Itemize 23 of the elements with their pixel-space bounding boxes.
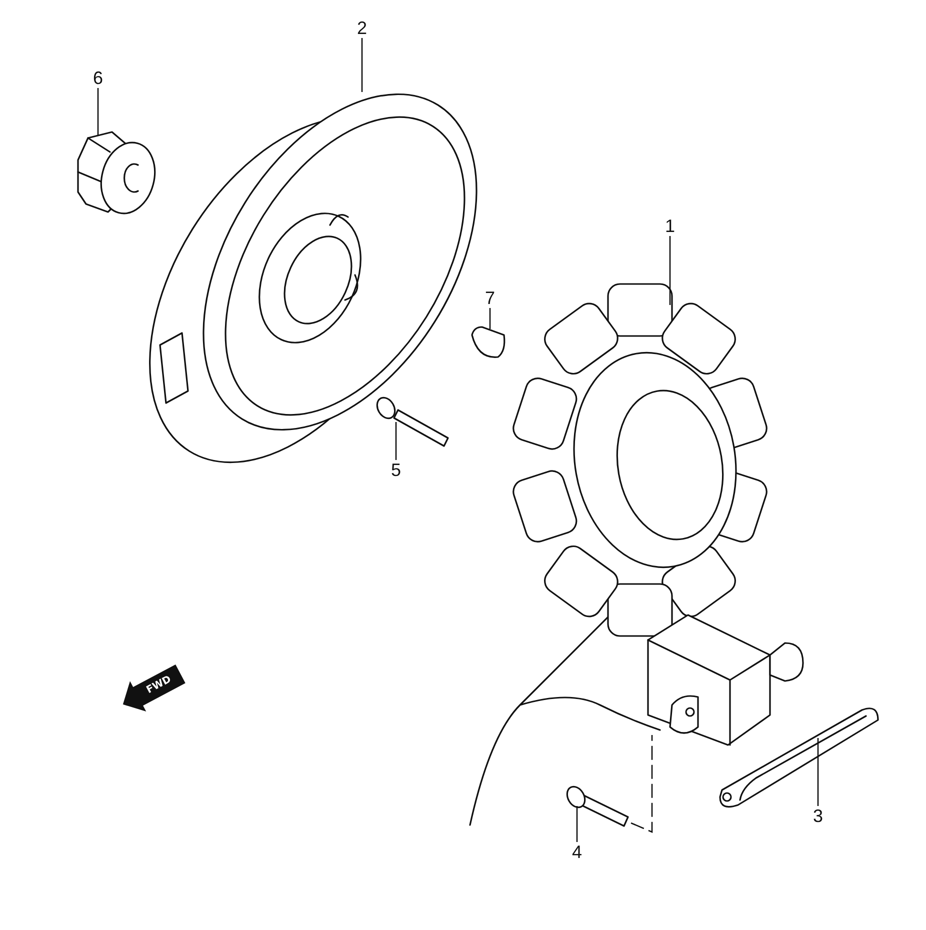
leader-line bbox=[576, 806, 578, 842]
assembly-line bbox=[630, 735, 653, 833]
flywheel-drawing bbox=[149, 94, 478, 463]
leader-line bbox=[817, 738, 819, 806]
callout-number: 2 bbox=[354, 19, 370, 37]
leader-line bbox=[489, 308, 491, 329]
callout-number: 6 bbox=[90, 69, 106, 87]
bolt-drawing bbox=[566, 786, 629, 827]
leader-line bbox=[395, 422, 397, 460]
direction-label: FWD bbox=[144, 674, 174, 696]
leader-line bbox=[361, 38, 363, 92]
bolt-drawing bbox=[376, 396, 449, 447]
callout-number: 5 bbox=[388, 461, 404, 479]
clamp-drawing bbox=[719, 708, 879, 808]
callout-number: 4 bbox=[569, 843, 585, 861]
callout-number: 3 bbox=[810, 807, 826, 825]
leader-line bbox=[669, 236, 671, 305]
callout-number: 1 bbox=[662, 217, 678, 235]
pickup-coil-drawing bbox=[647, 614, 804, 746]
woodruff-key-drawing bbox=[471, 326, 506, 358]
leader-line bbox=[97, 88, 99, 136]
callout-number: 7 bbox=[482, 289, 498, 307]
flange-nut-drawing bbox=[77, 131, 156, 214]
